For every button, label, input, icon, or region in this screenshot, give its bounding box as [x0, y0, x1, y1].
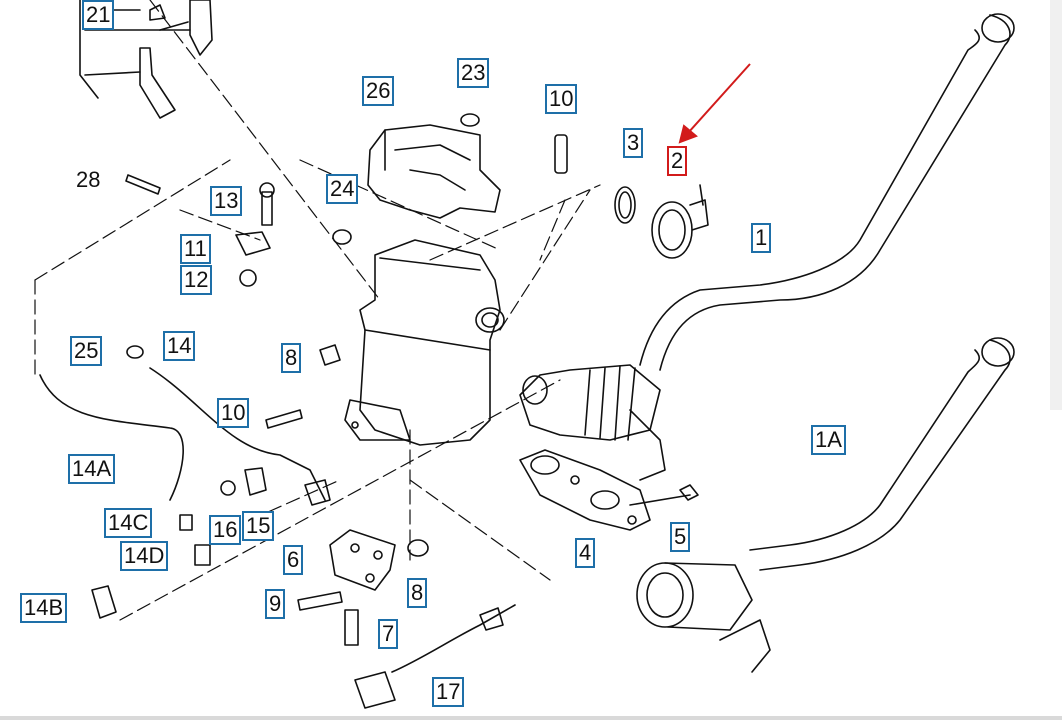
catalytic-converter [344, 239, 505, 446]
callout-28[interactable]: 28 [76, 167, 101, 192]
bracket [329, 529, 396, 591]
assembly-guide-lines [34, 0, 601, 621]
callout-7[interactable]: 7 [378, 619, 399, 649]
callout-14B[interactable]: 14B [20, 593, 68, 623]
bottom-divider [0, 716, 1062, 720]
callout-24[interactable]: 24 [326, 174, 359, 204]
flange-gasket [519, 449, 651, 531]
callout-5[interactable]: 5 [670, 522, 691, 552]
exhaust-pipe [639, 13, 1015, 371]
vacuum-hose-assembly [79, 0, 213, 119]
front-exhaust-pipe [519, 364, 666, 481]
callout-8-upper[interactable]: 8 [281, 343, 302, 373]
exhaust-pipe-alternate [636, 337, 1015, 673]
clamp-and-seal [614, 184, 709, 259]
small-hardware [91, 113, 699, 646]
callout-25[interactable]: 25 [70, 336, 103, 366]
highlight-arrow [678, 63, 751, 144]
scrollbar-track[interactable] [1050, 0, 1062, 410]
callout-1A[interactable]: 1A [811, 425, 846, 455]
callout-10-lower[interactable]: 10 [217, 398, 250, 428]
callout-8-lower[interactable]: 8 [407, 578, 428, 608]
callout-14D[interactable]: 14D [120, 541, 169, 571]
callout-12[interactable]: 12 [180, 265, 213, 295]
callout-15[interactable]: 15 [242, 511, 275, 541]
temperature-sensor-lines [39, 367, 331, 506]
callout-21[interactable]: 21 [82, 0, 115, 30]
callout-2-highlighted[interactable]: 2 [667, 146, 688, 176]
callout-4[interactable]: 4 [575, 538, 596, 568]
callout-14A[interactable]: 14A [68, 454, 116, 484]
lambda-sensor [354, 604, 516, 709]
callout-14C[interactable]: 14C [104, 508, 153, 538]
callout-9[interactable]: 9 [265, 589, 286, 619]
callout-26[interactable]: 26 [362, 76, 395, 106]
callout-6[interactable]: 6 [283, 545, 304, 575]
callout-10-top[interactable]: 10 [545, 84, 578, 114]
callout-1[interactable]: 1 [751, 223, 772, 253]
callout-14[interactable]: 14 [163, 331, 196, 361]
callout-17[interactable]: 17 [432, 677, 465, 707]
heat-shield [367, 124, 501, 219]
callout-13[interactable]: 13 [210, 186, 243, 216]
callout-23[interactable]: 23 [457, 58, 490, 88]
callout-3[interactable]: 3 [623, 128, 644, 158]
callout-16[interactable]: 16 [209, 515, 242, 545]
callout-11[interactable]: 11 [180, 234, 211, 264]
